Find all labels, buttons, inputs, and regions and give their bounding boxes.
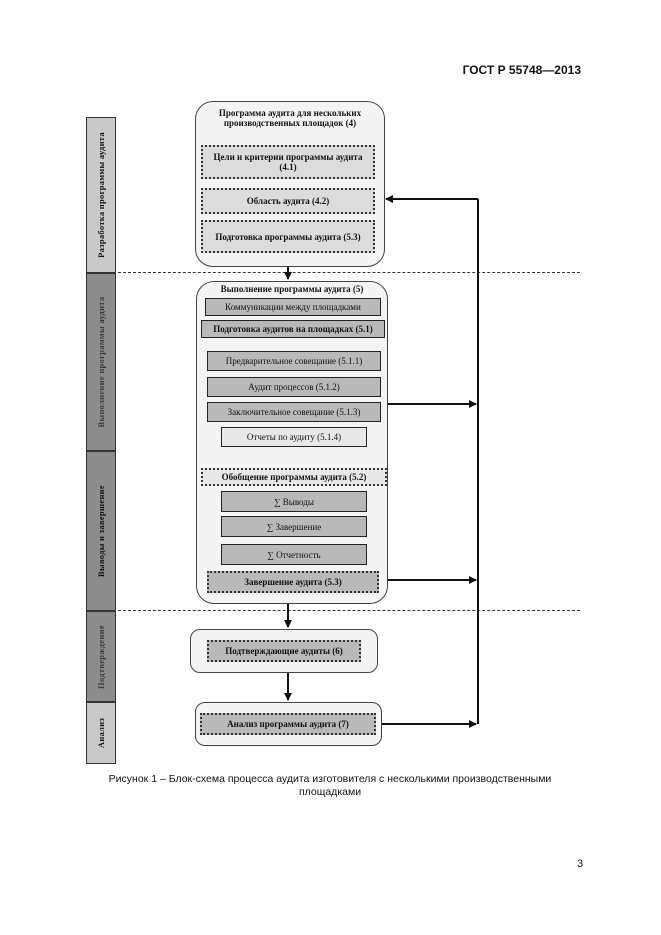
phase-label-confirmation: Подтверждение bbox=[86, 611, 116, 702]
page-number: 3 bbox=[577, 858, 584, 870]
audit-completion-box: Завершение аудита (5.3) bbox=[207, 571, 379, 593]
phase-separator bbox=[118, 272, 580, 273]
audit-reports-box: Отчеты по аудиту (5.1.4) bbox=[221, 427, 367, 447]
summary-completion-box: ∑ Завершение bbox=[221, 516, 367, 537]
phase-label-execution: Выполнение программы аудита bbox=[86, 273, 116, 451]
confirmation-audits-block: Подтверждающие аудиты (6) bbox=[190, 629, 378, 673]
program-execution-title: Выполнение программы аудита (5) bbox=[220, 284, 364, 294]
scope-box: Область аудита (4.2) bbox=[201, 188, 375, 214]
phase-label-conclusions: Выводы и завершение bbox=[86, 451, 116, 611]
closing-meeting-box: Заключительное совещание (5.1.3) bbox=[207, 402, 381, 422]
program-preparation-box: Подготовка программы аудита (5.3) bbox=[201, 220, 375, 253]
figure-caption-line2: площадками bbox=[298, 786, 362, 798]
site-audit-prep-box: Подготовка аудитов на площадках (5.1) bbox=[201, 320, 385, 338]
audit-program-block: Программа аудита для нескольких производ… bbox=[195, 101, 385, 267]
phase-label-analysis: Анализ bbox=[86, 702, 116, 764]
summary-reporting-box: ∑ Отчетность bbox=[221, 544, 367, 565]
objectives-box: Цели и критерии программы аудита (4.1) bbox=[201, 145, 375, 179]
program-analysis-block: Анализ программы аудита (7) bbox=[195, 702, 382, 746]
communications-box: Коммуникации между площадками bbox=[205, 298, 381, 316]
opening-meeting-box: Предварительное совещание (5.1.1) bbox=[207, 351, 381, 371]
program-analysis-box: Анализ программы аудита (7) bbox=[200, 713, 376, 735]
figure-caption: Рисунок 1 – Блок-схема процесса аудита и… bbox=[60, 773, 600, 799]
phase-label-development: Разработка программы аудита bbox=[86, 117, 116, 273]
document-header: ГОСТ Р 55748—2013 bbox=[462, 63, 581, 77]
figure-caption-line1: Рисунок 1 – Блок-схема процесса аудита и… bbox=[108, 773, 552, 785]
program-summary-box: Обобщение программы аудита (5.2) bbox=[201, 468, 387, 486]
confirmation-audits-box: Подтверждающие аудиты (6) bbox=[207, 640, 361, 662]
process-audit-box: Аудит процессов (5.1.2) bbox=[207, 377, 381, 397]
program-execution-block: Выполнение программы аудита (5) Коммуник… bbox=[196, 281, 388, 604]
summary-findings-box: ∑ Выводы bbox=[221, 491, 367, 512]
audit-program-title: Программа аудита для нескольких производ… bbox=[218, 108, 362, 128]
phase-separator bbox=[118, 610, 580, 611]
